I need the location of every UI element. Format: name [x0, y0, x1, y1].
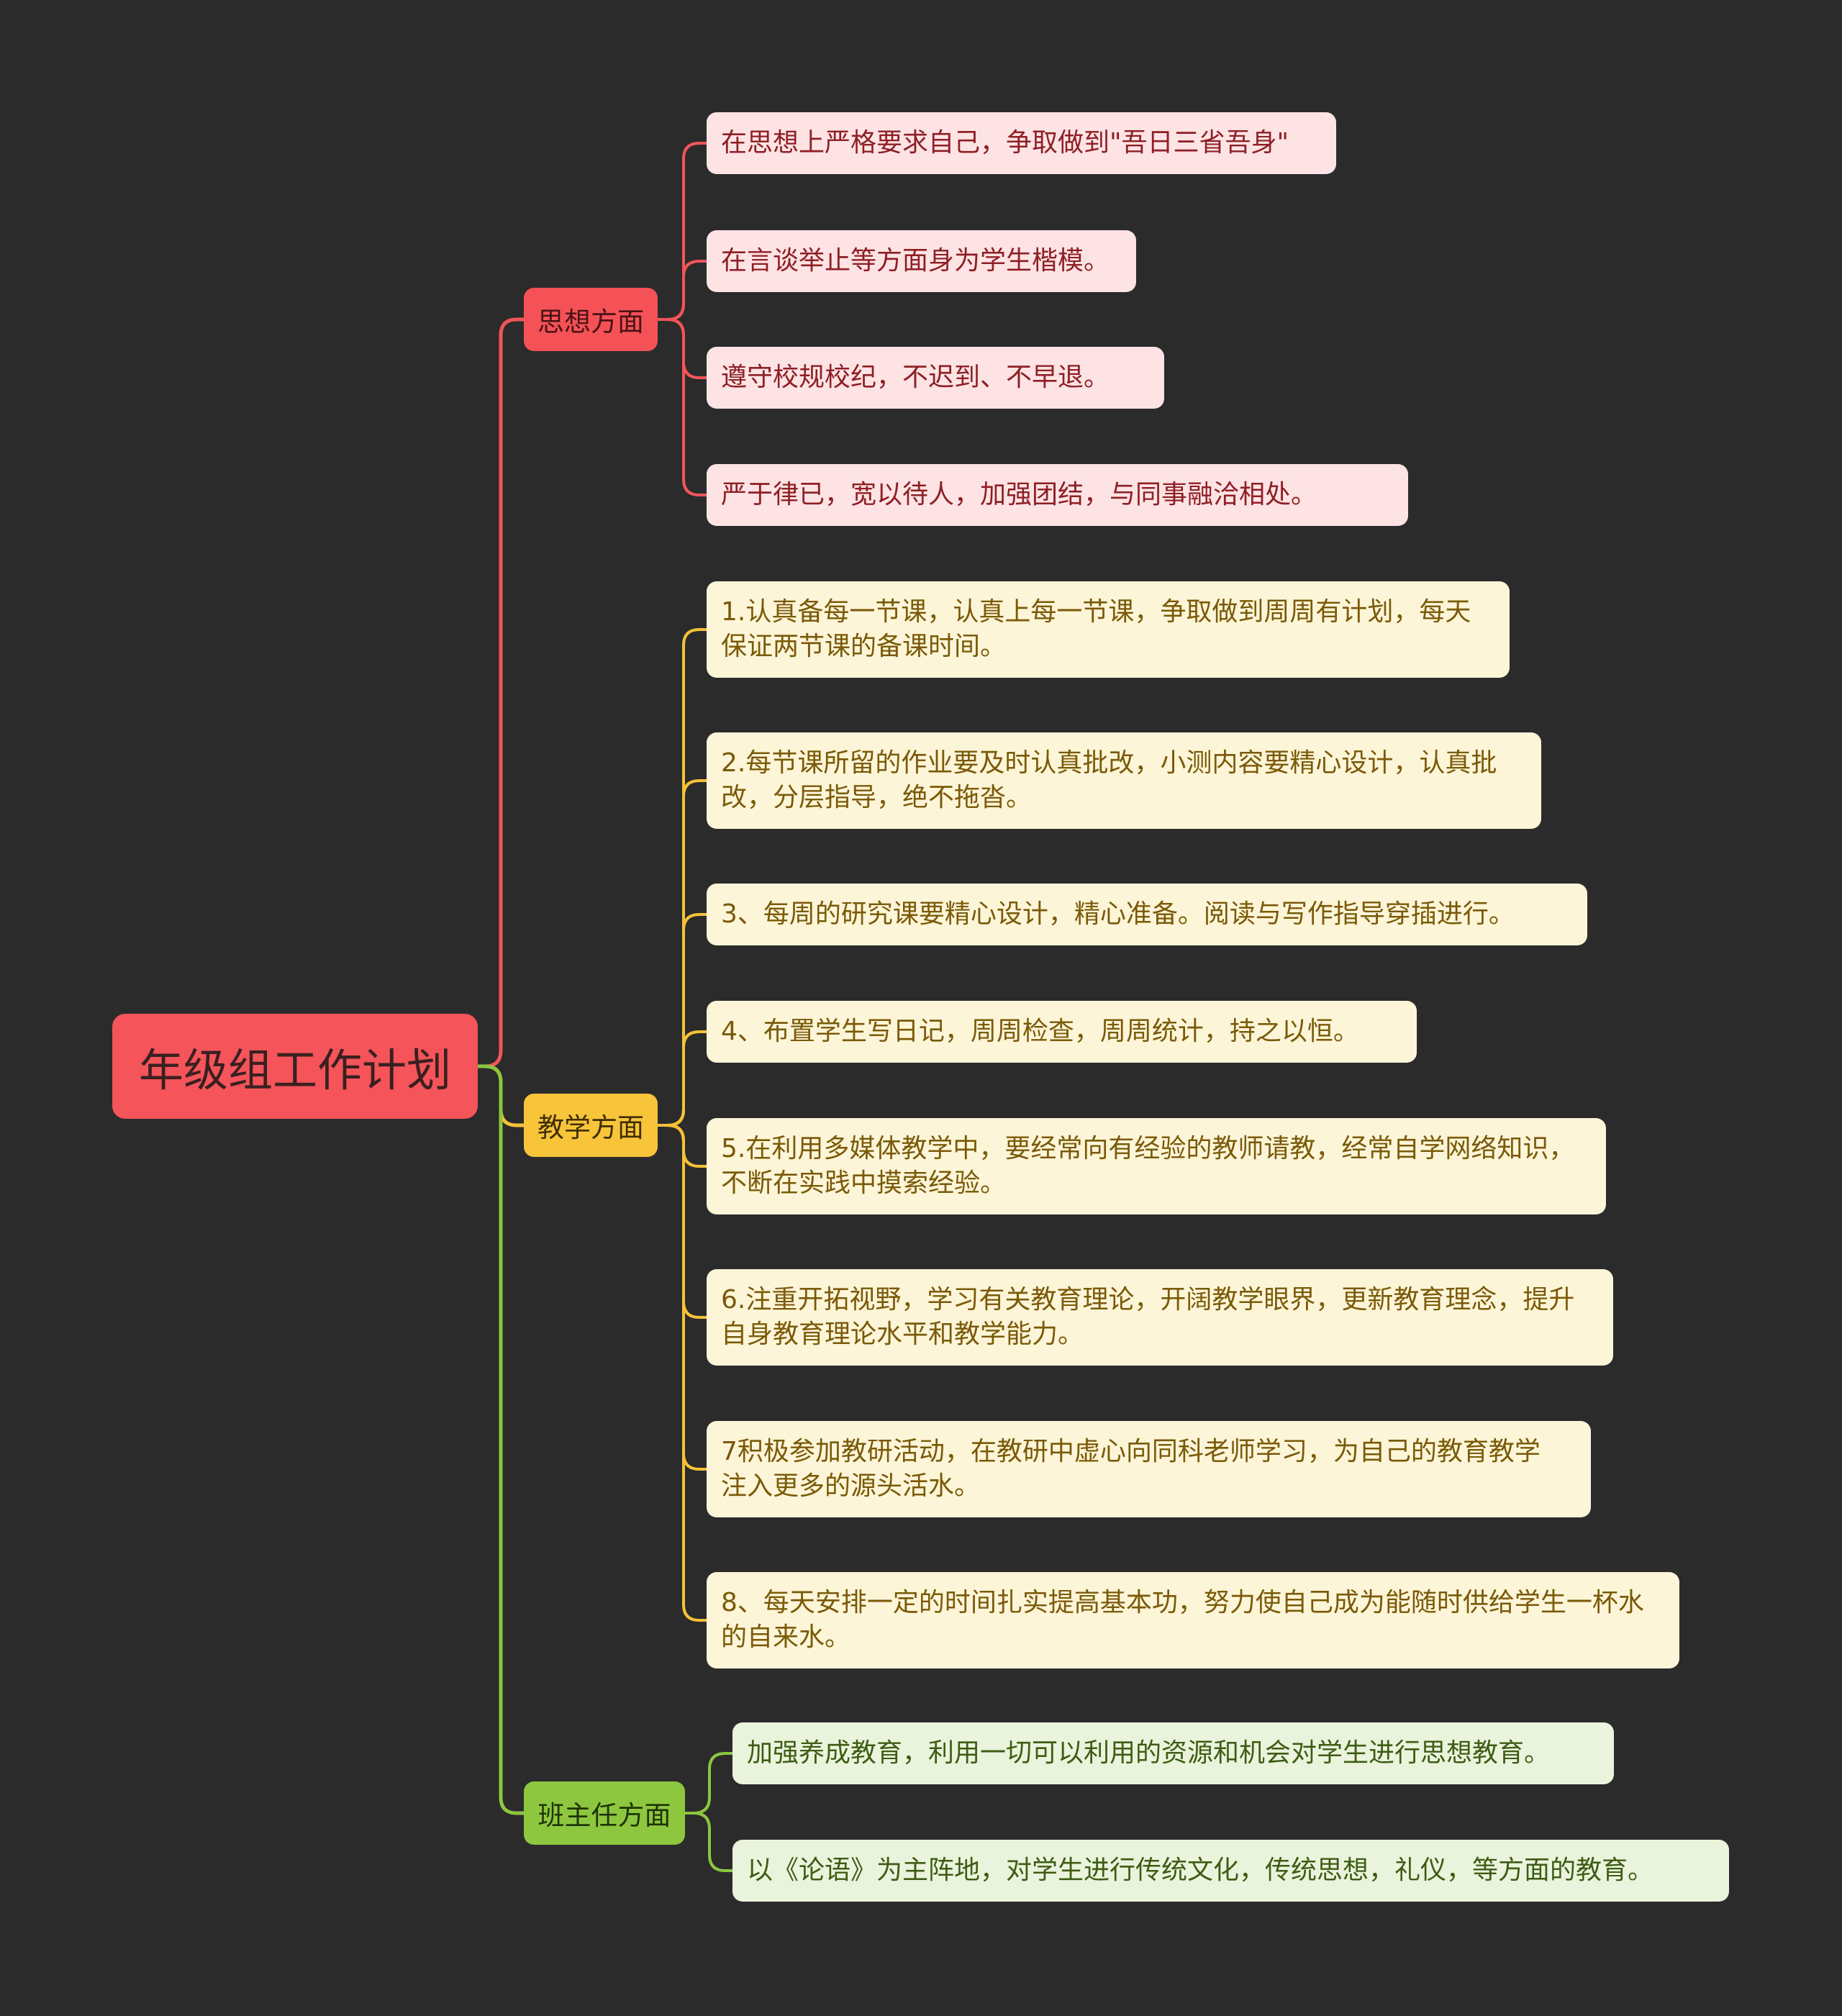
leaf-thought-2[interactable]: 在言谈举止等方面身为学生楷模。 [707, 230, 1136, 292]
branch-head-teacher[interactable]: 班主任方面 [524, 1781, 685, 1845]
leaf-head-teacher-2[interactable]: 以《论语》为主阵地，对学生进行传统文化，传统思想，礼仪，等方面的教育。 [732, 1840, 1729, 1902]
leaf-head-teacher-1[interactable]: 加强养成教育，利用一切可以利用的资源和机会对学生进行思想教育。 [732, 1722, 1614, 1784]
leaf-thought-3[interactable]: 遵守校规校纪，不迟到、不早退。 [707, 347, 1164, 409]
leaf-teaching-3[interactable]: 3、每周的研究课要精心设计，精心准备。阅读与写作指导穿插进行。 [707, 884, 1587, 945]
branch-teaching[interactable]: 教学方面 [524, 1094, 658, 1157]
leaf-thought-1[interactable]: 在思想上严格要求自己，争取做到"吾日三省吾身" [707, 112, 1336, 174]
leaf-teaching-1[interactable]: 1.认真备每一节课，认真上每一节课，争取做到周周有计划，每天 保证两节课的备课时… [707, 581, 1510, 678]
leaf-teaching-8[interactable]: 8、每天安排一定的时间扎实提高基本功，努力使自己成为能随时供给学生一杯水 的自来… [707, 1572, 1679, 1668]
leaf-teaching-2[interactable]: 2.每节课所留的作业要及时认真批改，小测内容要精心设计，认真批 改，分层指导，绝… [707, 732, 1541, 829]
root-topic[interactable]: 年级组工作计划 [112, 1014, 478, 1119]
leaf-teaching-5[interactable]: 5.在利用多媒体教学中，要经常向有经验的教师请教，经常自学网络知识， 不断在实践… [707, 1118, 1606, 1214]
leaf-teaching-7[interactable]: 7积极参加教研活动，在教研中虚心向同科老师学习，为自己的教育教学 注入更多的源头… [707, 1421, 1591, 1517]
branch-thought[interactable]: 思想方面 [524, 288, 658, 351]
leaf-teaching-6[interactable]: 6.注重开拓视野，学习有关教育理论，开阔教学眼界，更新教育理念，提升 自身教育理… [707, 1269, 1613, 1366]
leaf-teaching-4[interactable]: 4、布置学生写日记，周周检查，周周统计，持之以恒。 [707, 1001, 1417, 1063]
leaf-thought-4[interactable]: 严于律已，宽以待人，加强团结，与同事融洽相处。 [707, 464, 1408, 526]
